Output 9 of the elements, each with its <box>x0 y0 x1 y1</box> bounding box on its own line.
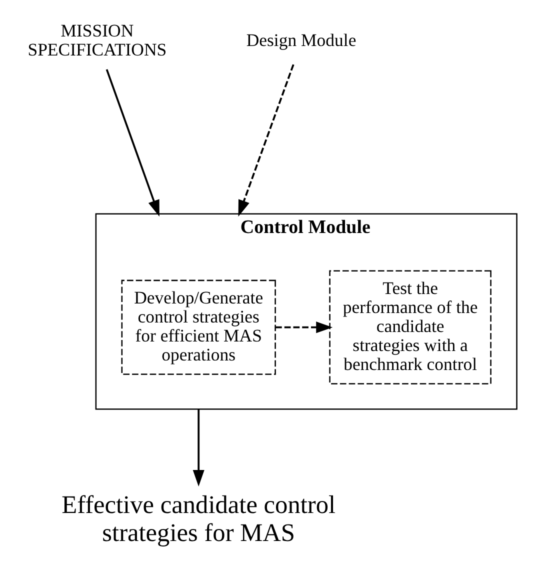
arrow <box>106 69 160 217</box>
arrow <box>276 322 333 334</box>
node-box: Test the performance of the candidate strategies with a benchmark control <box>329 270 492 384</box>
node-box: Develop/Generate control strategies for efficient MAS operations <box>121 280 276 375</box>
arrow <box>238 64 294 217</box>
node-text: Effective candidate control strategies for MAS <box>62 491 336 547</box>
arrow <box>192 409 204 486</box>
node-text: MISSION SPECIFICATIONS <box>28 20 167 60</box>
node-text: Design Module <box>246 30 356 50</box>
